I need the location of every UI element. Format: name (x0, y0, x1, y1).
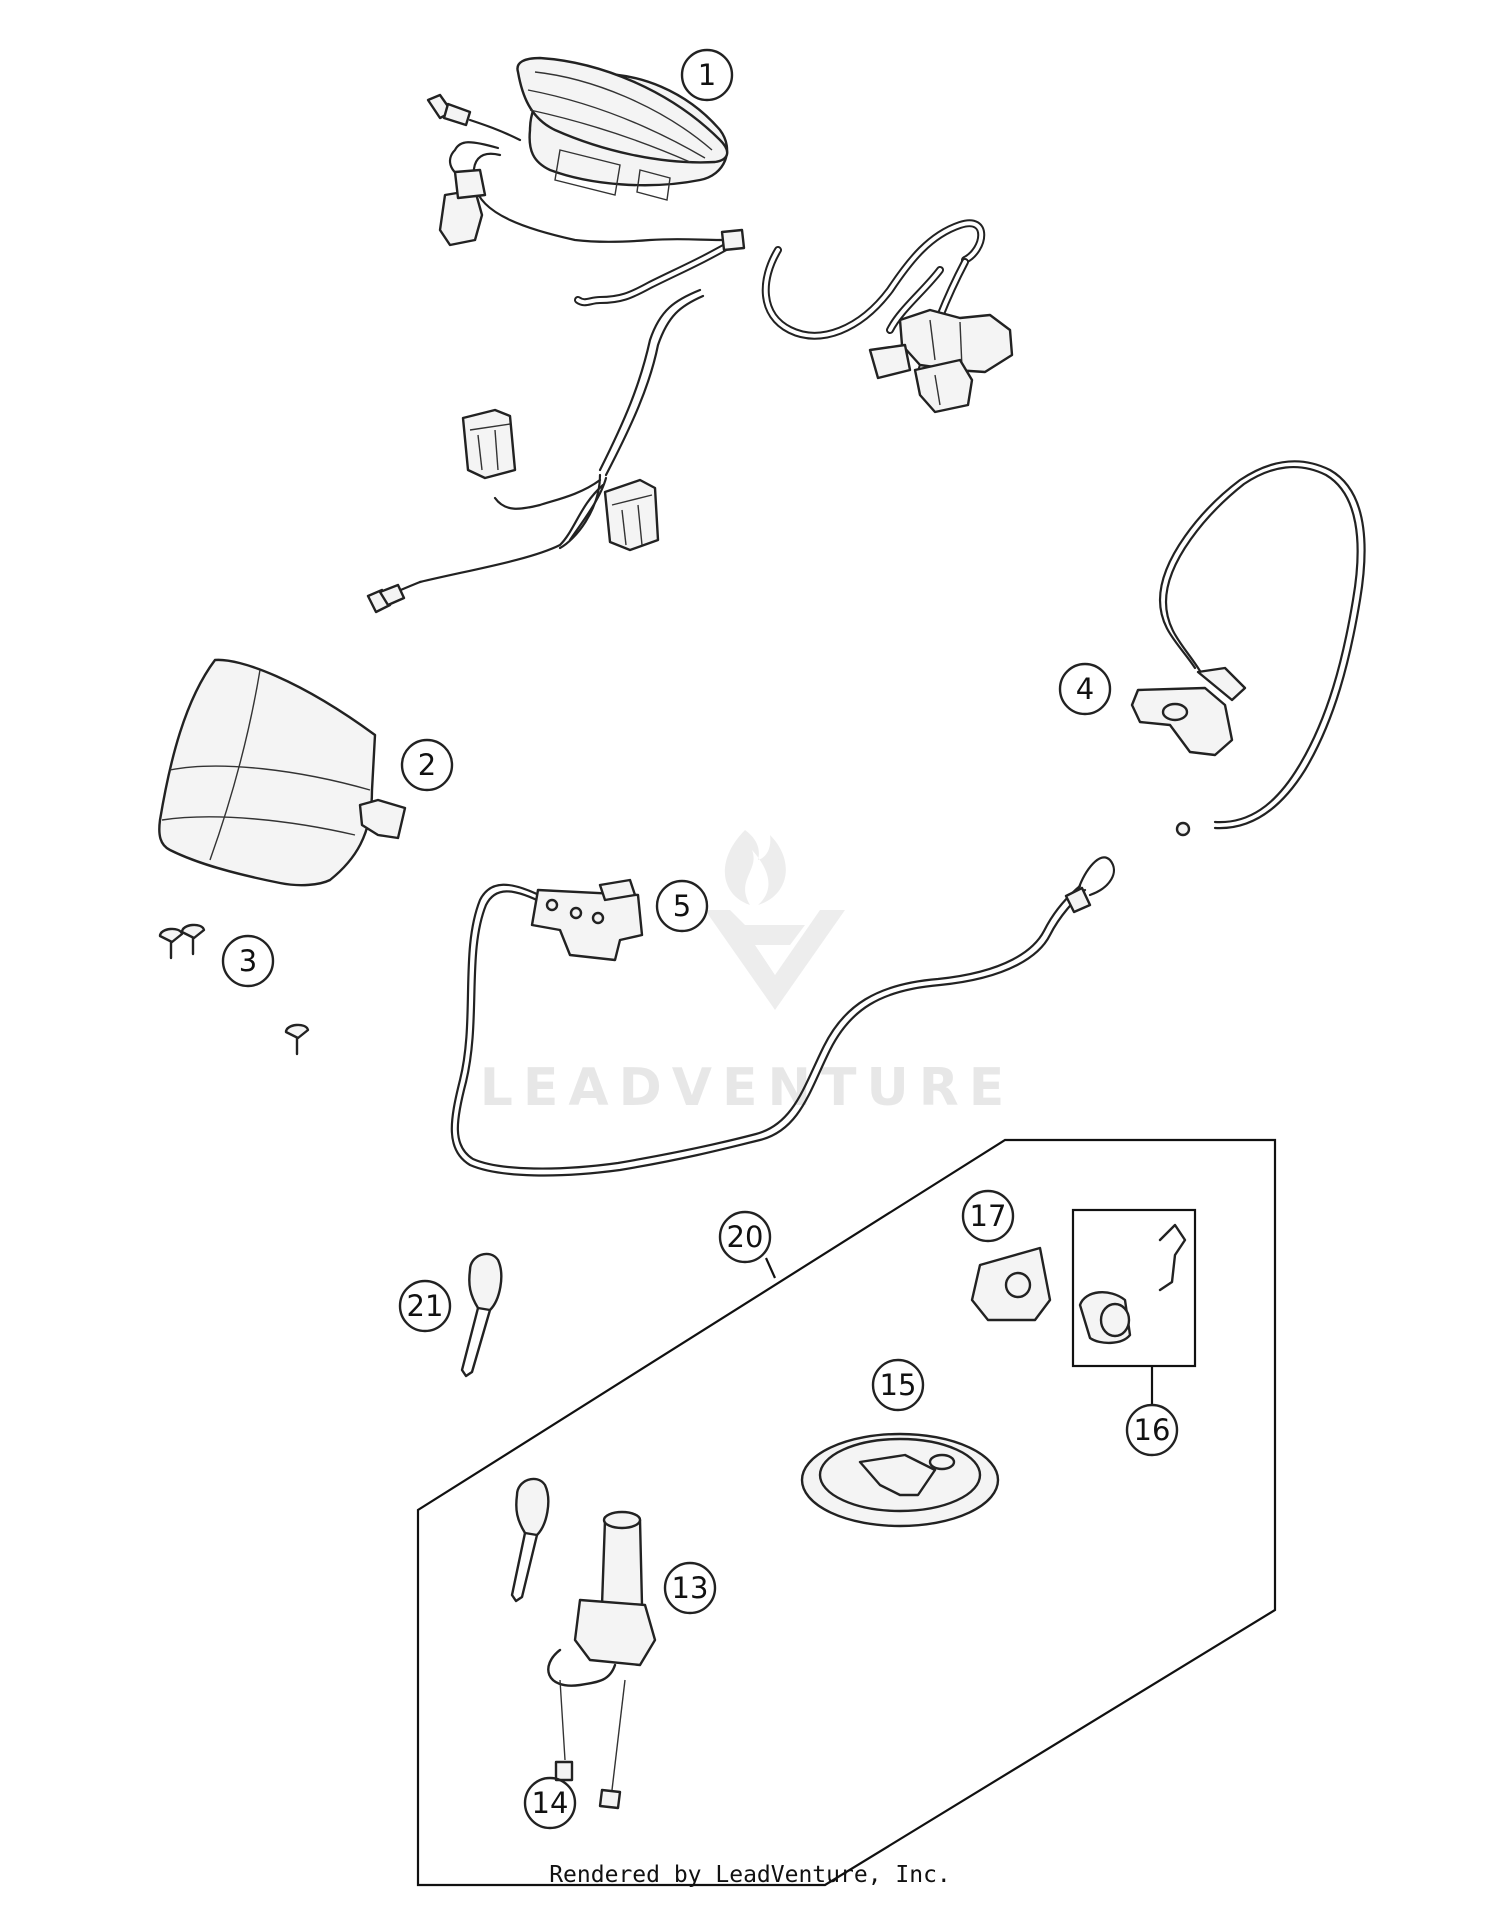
svg-text:14: 14 (532, 1786, 569, 1820)
part-13-ignition-lock (510, 1477, 657, 1810)
rendered-by-footer: Rendered by LeadVenture, Inc. (549, 1862, 951, 1888)
part-2-dashboard-cover (158, 658, 407, 887)
callout-5: 5 (655, 879, 709, 933)
callout-4: 4 (1058, 662, 1112, 716)
part-4-seat-latch-cable (1130, 460, 1366, 837)
svg-text:20: 20 (727, 1220, 764, 1254)
callout-17: 17 (961, 1189, 1015, 1243)
part-15-fuel-cap (800, 1432, 1000, 1528)
part-21-key (460, 1252, 503, 1378)
svg-text:13: 13 (672, 1571, 709, 1605)
subkit-frame-16 (1071, 1208, 1197, 1368)
svg-text:1: 1 (698, 58, 716, 92)
svg-text:4: 4 (1076, 672, 1094, 706)
callout-1: 1 (680, 48, 734, 102)
svg-text:5: 5 (673, 889, 691, 923)
leader-20 (764, 1257, 777, 1279)
part-5-seat-lock-cable (450, 856, 1115, 1177)
svg-text:21: 21 (407, 1289, 444, 1323)
part-17-clip (970, 1246, 1052, 1322)
part-16-lock-cylinder (1078, 1223, 1187, 1345)
callout-15: 15 (871, 1358, 925, 1412)
svg-text:2: 2 (418, 748, 436, 782)
callout-2: 2 (400, 738, 454, 792)
watermark-text: LEADVENTURE (480, 1058, 1015, 1118)
svg-text:16: 16 (1134, 1413, 1171, 1447)
svg-text:17: 17 (970, 1199, 1007, 1233)
svg-text:15: 15 (880, 1368, 917, 1402)
part-1-dashboard-harness (366, 56, 1014, 614)
callout-16: 16 (1125, 1403, 1179, 1457)
callout-21: 21 (398, 1279, 452, 1333)
callout-3: 3 (221, 934, 275, 988)
leadventure-watermark: LEADVENTURE (480, 830, 1015, 1118)
callout-14: 14 (523, 1776, 577, 1830)
kit-frame-20 (416, 1138, 1277, 1887)
callout-20: 20 (718, 1210, 772, 1264)
part-3-screws (158, 923, 310, 1056)
svg-text:3: 3 (239, 944, 257, 978)
callout-13: 13 (663, 1561, 717, 1615)
